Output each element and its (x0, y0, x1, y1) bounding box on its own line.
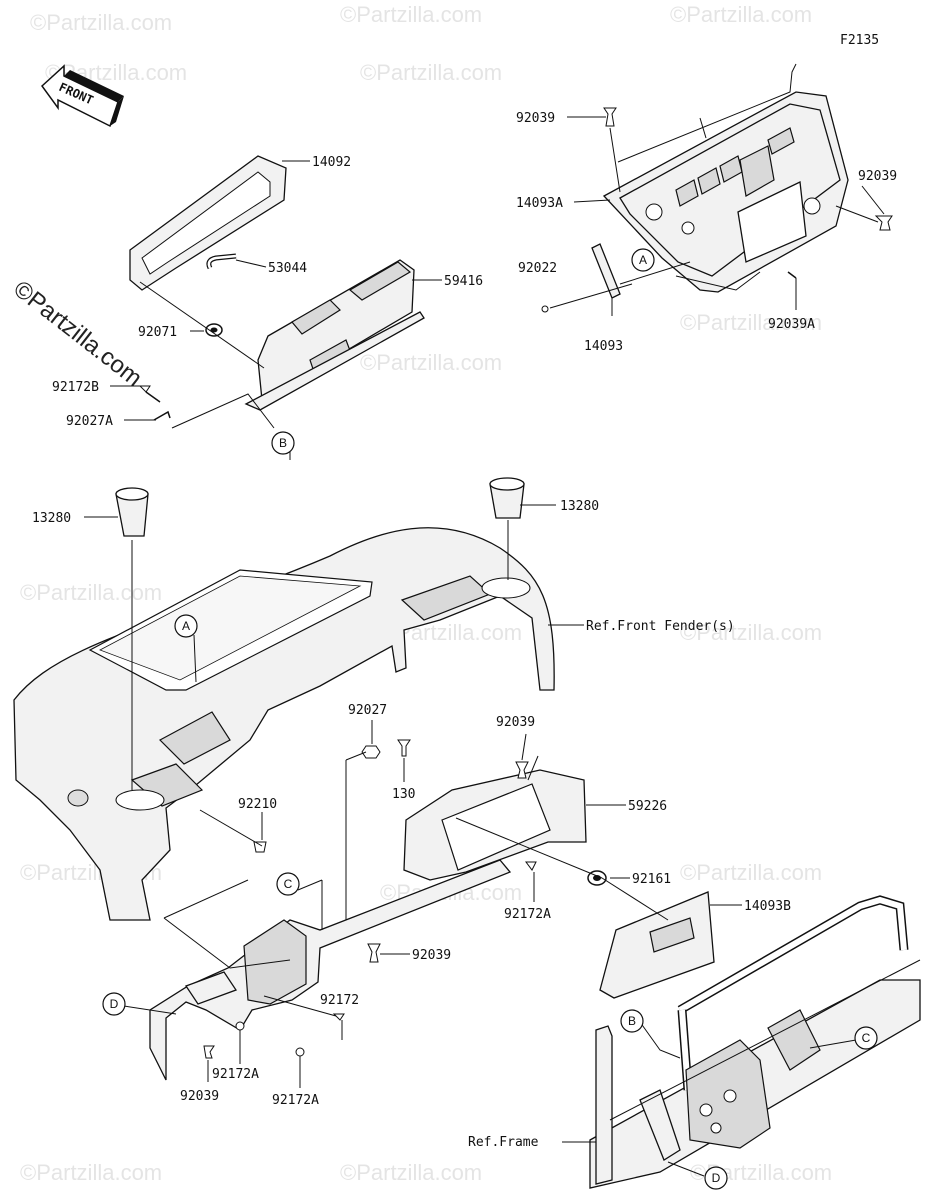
part-label: 130 (392, 787, 415, 802)
part-14092-bracket (129, 155, 287, 291)
part-label: Ref.Frame (468, 1135, 539, 1150)
part-label: 92210 (238, 797, 277, 812)
part-label: 92071 (138, 325, 177, 340)
part-92172A-screw-c (295, 1047, 305, 1057)
watermark: ©Partzilla.com (340, 2, 482, 27)
part-label: 92172 (320, 993, 359, 1008)
part-label: 53044 (268, 261, 307, 276)
figure-code: F2135 (840, 33, 879, 48)
watermark: ©Partzilla.com (340, 1160, 482, 1185)
leaders-lower-center (123, 720, 742, 1088)
watermark: ©Partzilla.com (680, 310, 822, 335)
callout-A-top: A (631, 248, 655, 272)
part-53044-hose (206, 253, 237, 270)
part-14093-strip (591, 243, 621, 299)
part-92210-bolt (253, 841, 267, 853)
watermark: ©Partzilla.com (20, 580, 162, 605)
part-label: 92039A (768, 317, 815, 332)
part-13280-cup-left (115, 487, 149, 537)
watermark: ©Partzilla.com (670, 2, 812, 27)
part-labels: 14092 53044 59416 92071 92172B 92027A 92… (32, 111, 897, 1150)
part-label: 92039 (496, 715, 535, 730)
part-92039-clip-d (367, 943, 381, 963)
part-label: 14092 (312, 155, 351, 170)
callout-A-dash: A (174, 614, 198, 638)
part-92172B-screw (138, 385, 161, 403)
part-14093B-lid (599, 891, 715, 999)
part-label: 92039 (516, 111, 555, 126)
part-label: 14093 (584, 339, 623, 354)
part-92027A-nut (153, 410, 171, 421)
part-59416-fuse-box (244, 259, 425, 411)
watermark: ©Partzilla.com (20, 1160, 162, 1185)
part-label: 92022 (518, 261, 557, 276)
part-14093A-meter-panel (602, 91, 849, 293)
part-92039-clip-e (203, 1045, 215, 1059)
part-92022-dot (541, 305, 549, 313)
part-label: 92039 (858, 169, 897, 184)
part-92071-grommet (205, 323, 223, 337)
part-label: 92039 (412, 948, 451, 963)
callout-D-frame: D (704, 1166, 728, 1190)
part-92172A-screw-b (235, 1021, 245, 1031)
callout-D-left: D (102, 992, 126, 1016)
part-label: 92039 (180, 1089, 219, 1104)
part-label: 92172A (212, 1067, 259, 1082)
watermark: ©Partzilla.com (680, 860, 822, 885)
svg-text:C: C (284, 877, 293, 891)
part-59226-glovebox-housing (403, 769, 587, 881)
svg-text:C: C (862, 1031, 871, 1045)
part-label: Ref.Front Fender(s) (586, 619, 735, 634)
part-label: 14093A (516, 196, 563, 211)
callout-C-frame: C (854, 1026, 878, 1050)
part-label: 92027A (66, 414, 113, 429)
part-label: 59226 (628, 799, 667, 814)
part-13280-cup-right (489, 477, 525, 519)
part-130-bolt (397, 739, 411, 757)
callout-B-frame: B (620, 1009, 644, 1033)
leaders-frame (562, 1021, 857, 1177)
part-label: 92172A (272, 1093, 319, 1108)
callout-C-left: C (276, 872, 300, 896)
part-frame (589, 895, 921, 1189)
svg-text:B: B (628, 1014, 636, 1028)
part-label: 92161 (632, 872, 671, 887)
callout-B-top: B (271, 431, 295, 455)
part-92039A-pin (787, 271, 797, 279)
svg-text:D: D (110, 997, 119, 1011)
part-label: 14093B (744, 899, 791, 914)
brand-vertical-text: ©Partzilla.com (8, 275, 147, 392)
svg-text:B: B (279, 436, 287, 450)
watermark: ©Partzilla.com (360, 60, 502, 85)
watermark: ©Partzilla.com (30, 10, 172, 35)
leaders-top-right (549, 63, 885, 316)
svg-text:A: A (182, 619, 190, 633)
part-label: 92027 (348, 703, 387, 718)
part-92027-nut (361, 745, 381, 759)
part-92039-clip-b (874, 215, 893, 231)
svg-text:D: D (712, 1171, 721, 1185)
part-92172-screw (332, 1013, 345, 1021)
part-label: 92172B (52, 380, 99, 395)
part-label: 13280 (560, 499, 599, 514)
part-92172A-screw-a (525, 861, 537, 871)
front-arrow-icon: FRONT (40, 64, 124, 128)
part-label: 92172A (504, 907, 551, 922)
part-label: 13280 (32, 511, 71, 526)
watermark: ©Partzilla.com (360, 350, 502, 375)
part-92039-clip-a (603, 107, 617, 127)
part-label: 59416 (444, 274, 483, 289)
part-92039-clip-c (515, 761, 529, 779)
watermark: ©Partzilla.com (680, 620, 822, 645)
svg-text:A: A (639, 253, 647, 267)
part-dash-panel (13, 527, 555, 921)
leaders-top-left (110, 160, 442, 429)
